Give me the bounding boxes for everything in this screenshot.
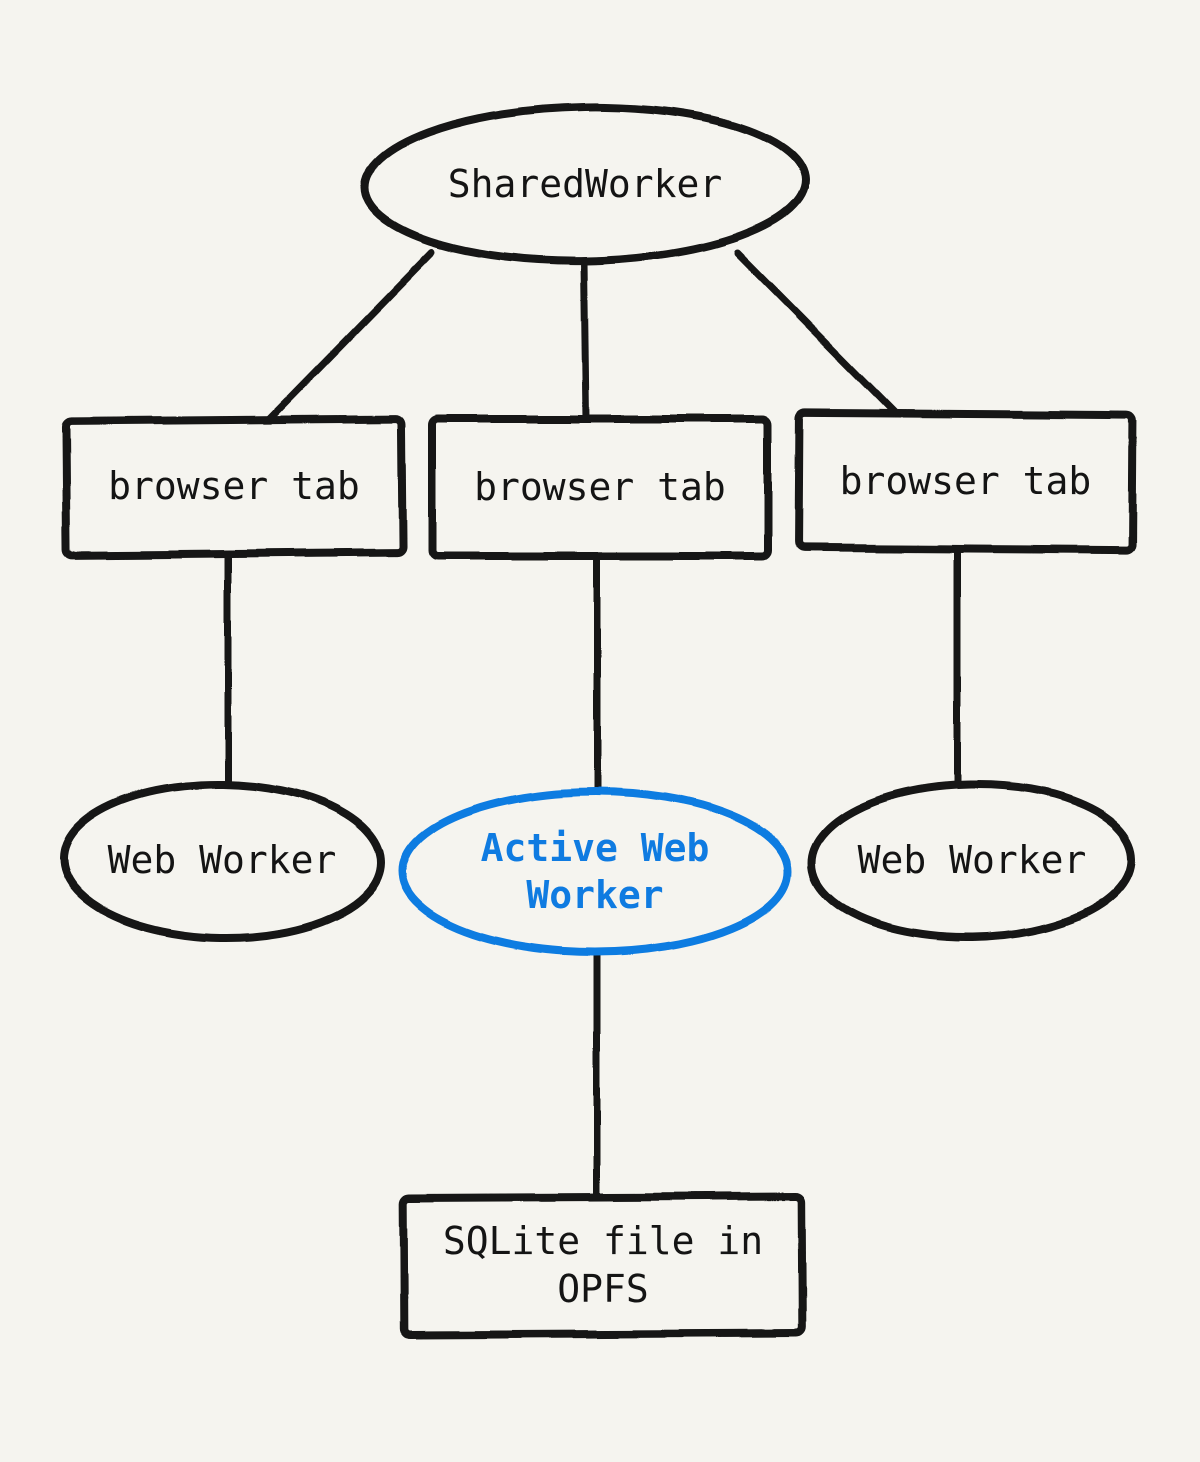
web-worker-left-ellipse — [59, 779, 385, 943]
edge-sharedworker-tab-left — [264, 248, 436, 424]
browser-tab-left-rect — [61, 414, 407, 560]
sqlite-file-rect — [399, 1191, 807, 1340]
active-web-worker-ellipse — [398, 788, 792, 956]
nodes — [59, 102, 1137, 1340]
edge-sharedworker-tab-right — [733, 249, 904, 422]
browser-tab-right-rect — [794, 408, 1137, 555]
edge-sharedworker-tab-middle — [580, 258, 590, 424]
browser-tab-middle-rect — [428, 415, 772, 560]
shared-worker-ellipse — [361, 102, 809, 266]
web-worker-right-ellipse — [808, 780, 1136, 942]
edges — [224, 248, 962, 1204]
